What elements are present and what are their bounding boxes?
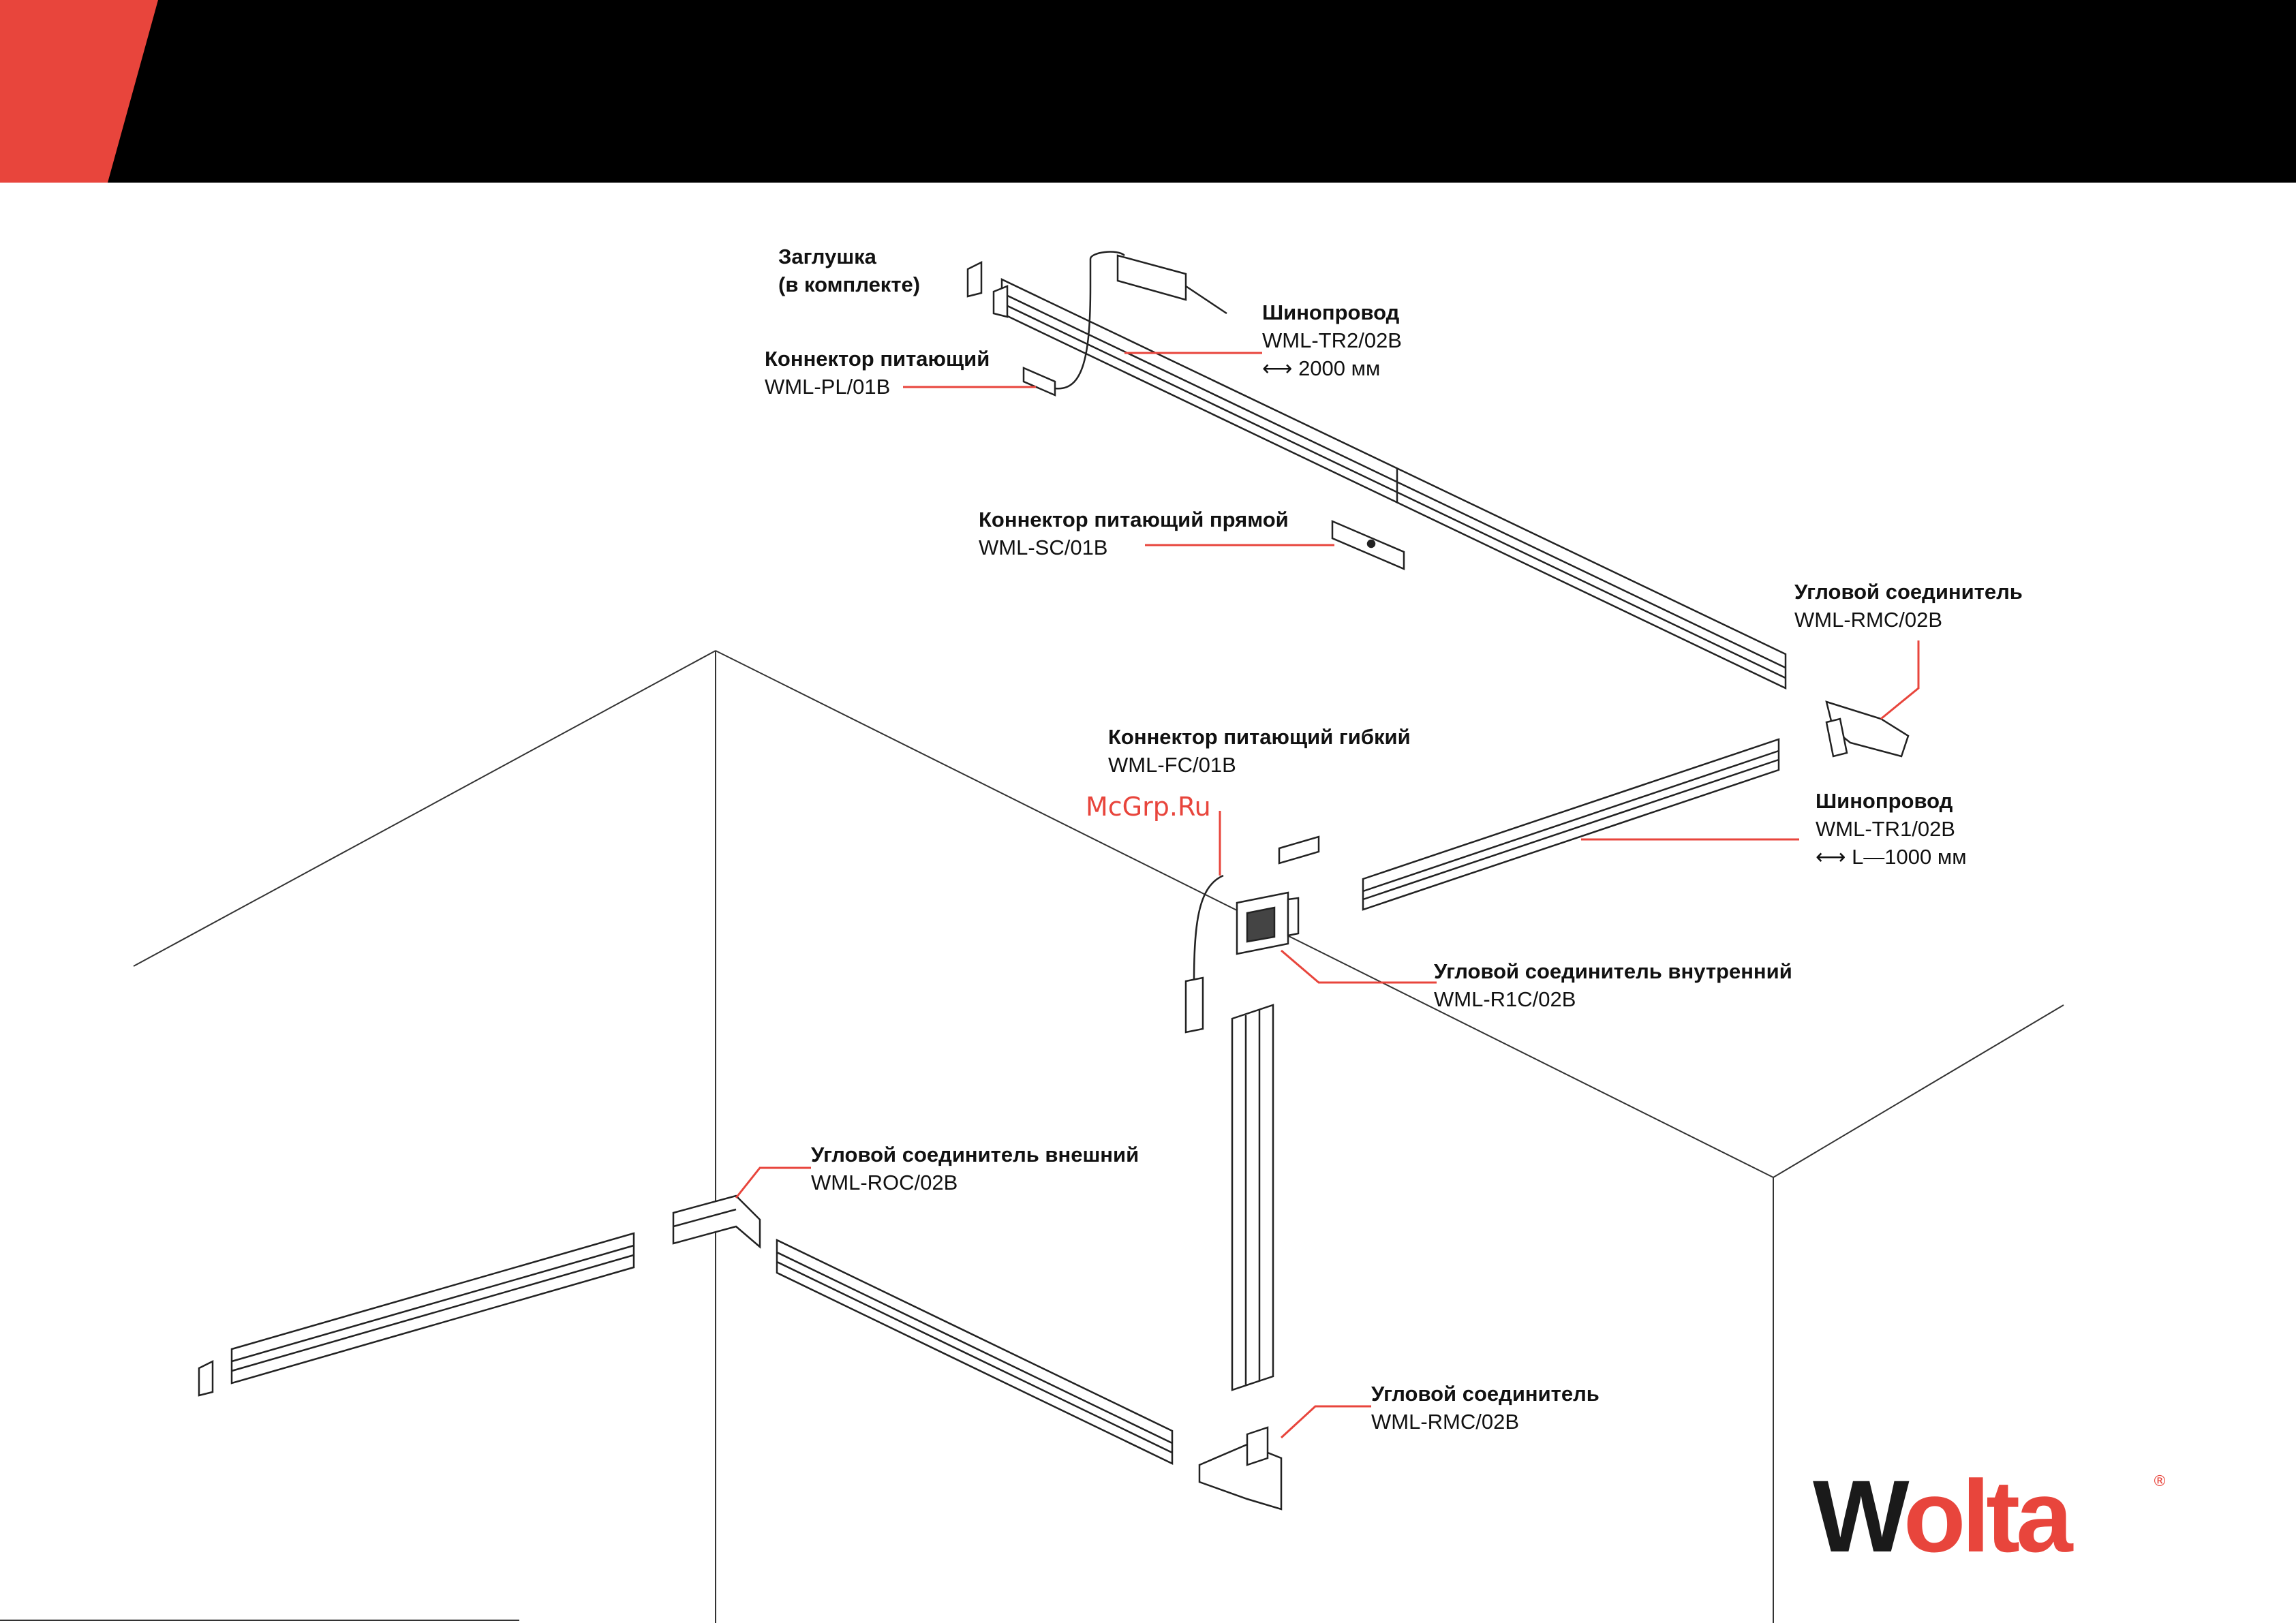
leader-lines (735, 352, 1920, 1439)
outer-corner-code: WML-ROC/02B (811, 1171, 958, 1194)
inner-corner-title: Угловой соединитель внутренний (1434, 959, 1792, 983)
end-cap-top (966, 260, 983, 298)
straight-connector (1331, 520, 1405, 570)
straight-connector-title: Коннектор питающий прямой (979, 508, 1289, 531)
label-corner-bottom: Угловой соединитель WML-RMC/02B (1371, 1380, 1599, 1436)
end-cap-bottom (198, 1359, 214, 1397)
track-long-code: WML-TR2/02B (1262, 328, 1402, 352)
power-connector-title: Коннектор питающий (765, 347, 990, 371)
outer-corner-connector (672, 1194, 761, 1249)
track-long (992, 278, 1787, 690)
label-flexible-connector: Коннектор питающий гибкий WML-FC/01B (1108, 723, 1411, 779)
double-arrow-icon: ⟷ (1262, 356, 1299, 380)
corner-top-code: WML-RMC/02B (1794, 608, 1943, 632)
track-short-length: L—1000 мм (1852, 845, 1967, 869)
power-connector (1022, 251, 1227, 397)
corner-bottom-code: WML-RMC/02B (1371, 1410, 1520, 1434)
power-connector-code: WML-PL/01B (765, 375, 891, 399)
track-short-length-row: ⟷ L—1000 мм (1816, 843, 1967, 871)
outer-corner-title: Угловой соединитель внешний (811, 1143, 1139, 1166)
track-short-title: Шинопровод (1816, 789, 1953, 813)
corner-connector-bottom (1198, 1426, 1283, 1511)
corner-connector-top (1825, 700, 1910, 758)
brand-logo: Wolta (1813, 1465, 2073, 1567)
label-end-cap: Заглушка (в комплекте) (778, 243, 920, 298)
end-cap-title2: (в комплекте) (778, 273, 921, 296)
header-bar (0, 0, 2296, 183)
straight-connector-code: WML-SC/01B (979, 536, 1108, 559)
corner-bottom-title: Угловой соединитель (1371, 1382, 1599, 1406)
track-bottom-left (230, 1232, 635, 1385)
flexible-connector (1184, 835, 1320, 1034)
label-track-short: Шинопровод WML-TR1/02B ⟷ L—1000 мм (1816, 787, 1967, 871)
inner-corner-connector (1236, 891, 1300, 955)
track-long-length: 2000 мм (1298, 356, 1381, 380)
brand-logo-first: W (1813, 1459, 1908, 1573)
track-short (1362, 738, 1780, 911)
track-bottom-center (776, 1239, 1174, 1465)
header-accent (0, 0, 158, 183)
label-outer-corner: Угловой соединитель внешний WML-ROC/02B (811, 1141, 1139, 1196)
track-long-title: Шинопровод (1262, 300, 1400, 324)
registered-mark: ® (2152, 1473, 2167, 1490)
corner-top-title: Угловой соединитель (1794, 580, 2023, 604)
flexible-connector-title: Коннектор питающий гибкий (1108, 725, 1411, 749)
label-inner-corner: Угловой соединитель внутренний WML-R1C/0… (1434, 957, 1792, 1013)
label-track-long: Шинопровод WML-TR2/02B ⟷ 2000 мм (1262, 298, 1402, 382)
watermark: McGrp.Ru (1086, 792, 1211, 822)
label-corner-top: Угловой соединитель WML-RMC/02B (1794, 578, 2023, 634)
track-vertical (1231, 1004, 1274, 1391)
label-straight-connector: Коннектор питающий прямой WML-SC/01B (979, 506, 1289, 561)
brand-logo-rest: olta (1903, 1459, 2073, 1573)
inner-corner-code: WML-R1C/02B (1434, 987, 1576, 1011)
room-walls (0, 650, 2064, 1623)
end-cap-title: Заглушка (778, 245, 876, 268)
double-arrow-icon: ⟷ (1816, 845, 1852, 869)
track-short-code: WML-TR1/02B (1816, 817, 1955, 841)
track-long-length-row: ⟷ 2000 мм (1262, 354, 1402, 382)
label-power-connector: Коннектор питающий WML-PL/01B (765, 345, 990, 401)
flexible-connector-code: WML-FC/01B (1108, 753, 1236, 777)
